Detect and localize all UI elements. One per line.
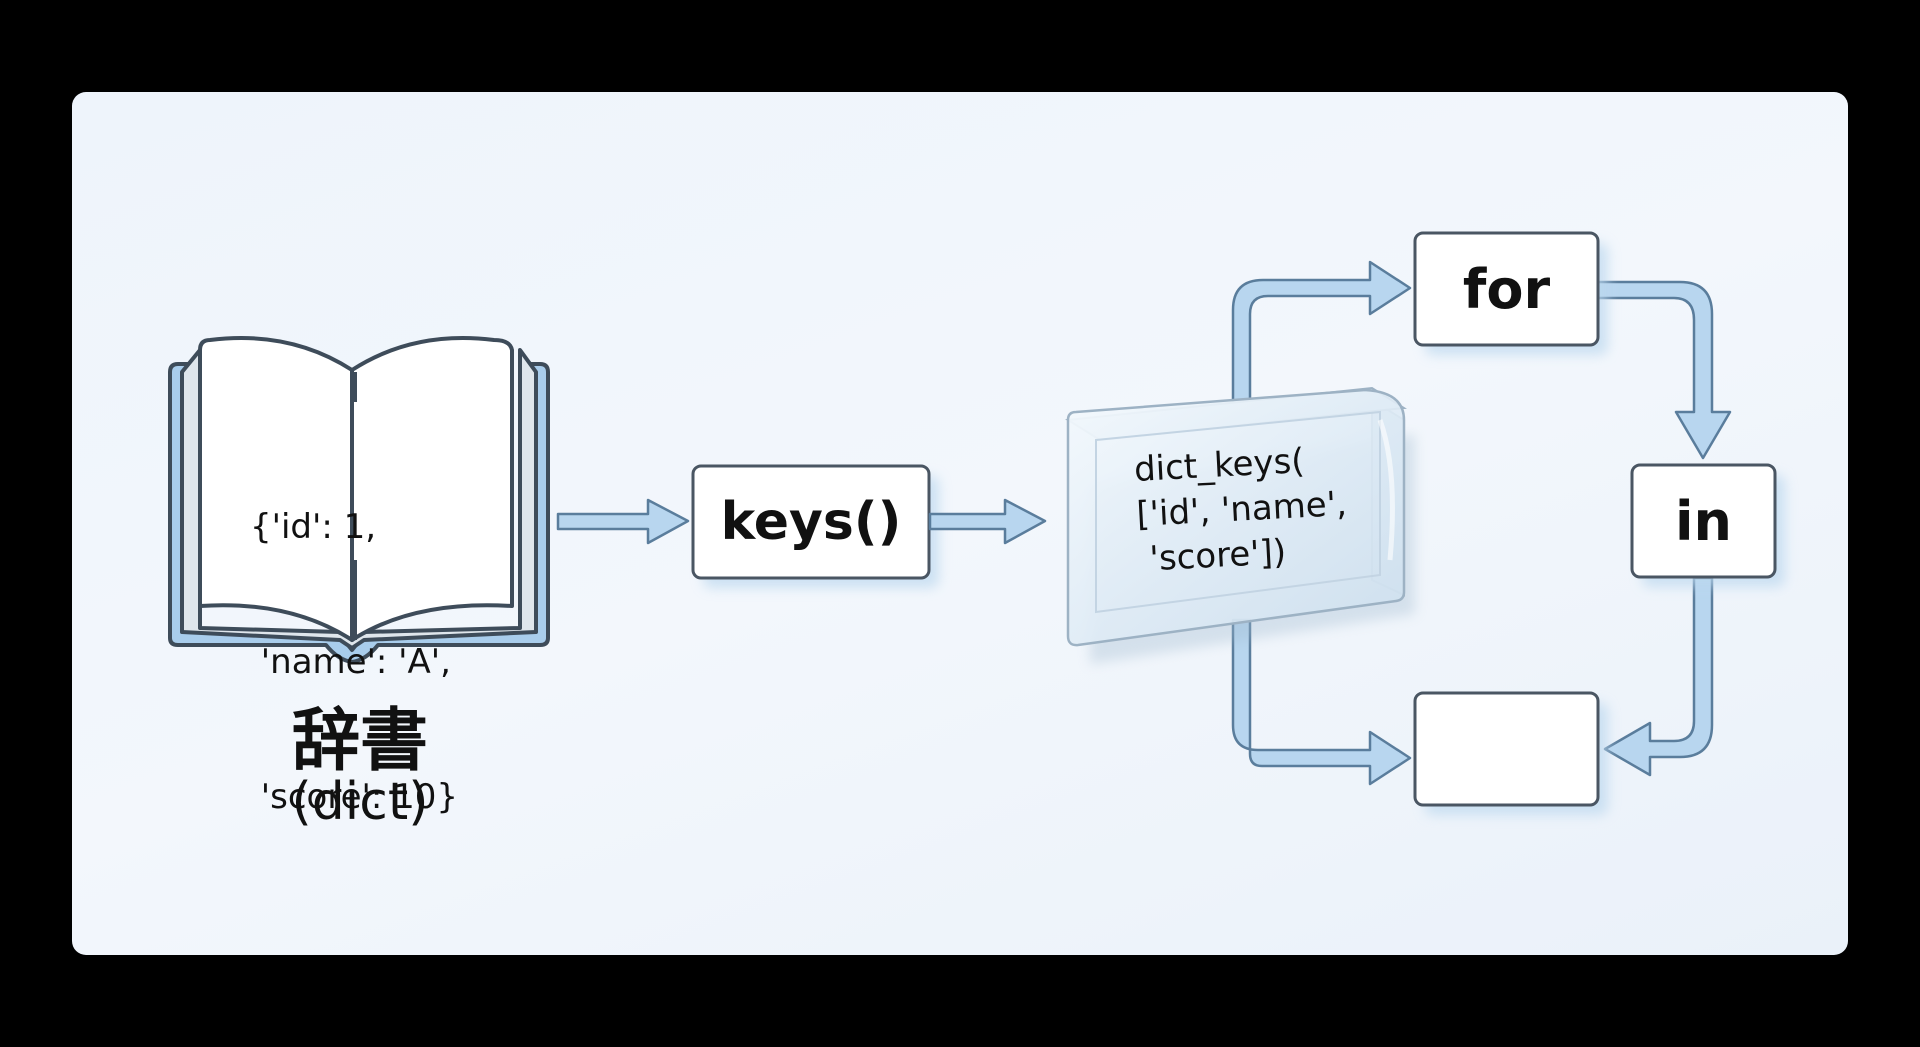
dict-code-line: {'id': 1, [250,507,377,547]
dict-title-japanese: 辞書 [291,702,428,781]
dict-code-line: 'name': 'A', [250,642,451,682]
dict-keys-view-text: dict_keys( ['id', 'name', 'score']) [1133,437,1350,583]
loop-target-box [1413,691,1608,815]
dict-keys-glass-box [1065,386,1415,664]
arrow-in-to-target [1603,576,1714,777]
arrow-dict-to-keys [556,498,690,545]
keys-method-label: keys() [720,492,902,552]
dict-code-line: 'score': 10} [250,777,459,817]
dict-literal-code: {'id': 1, 'name': 'A', 'score': 10} [250,415,458,865]
keys-method-box [691,464,939,588]
in-keyword-label: in [1675,489,1732,553]
loop-target-label [1415,693,1598,805]
arrow-keys-to-view [928,498,1047,545]
for-box [1413,231,1608,355]
arrow-view-to-target [1231,618,1412,786]
arrow-view-to-for [1231,260,1412,412]
arrow-for-to-in [1596,280,1732,460]
in-box [1630,463,1785,587]
book-icon [168,336,550,664]
dict-title-english: (dict) [291,772,429,832]
for-keyword-label: for [1462,257,1551,321]
